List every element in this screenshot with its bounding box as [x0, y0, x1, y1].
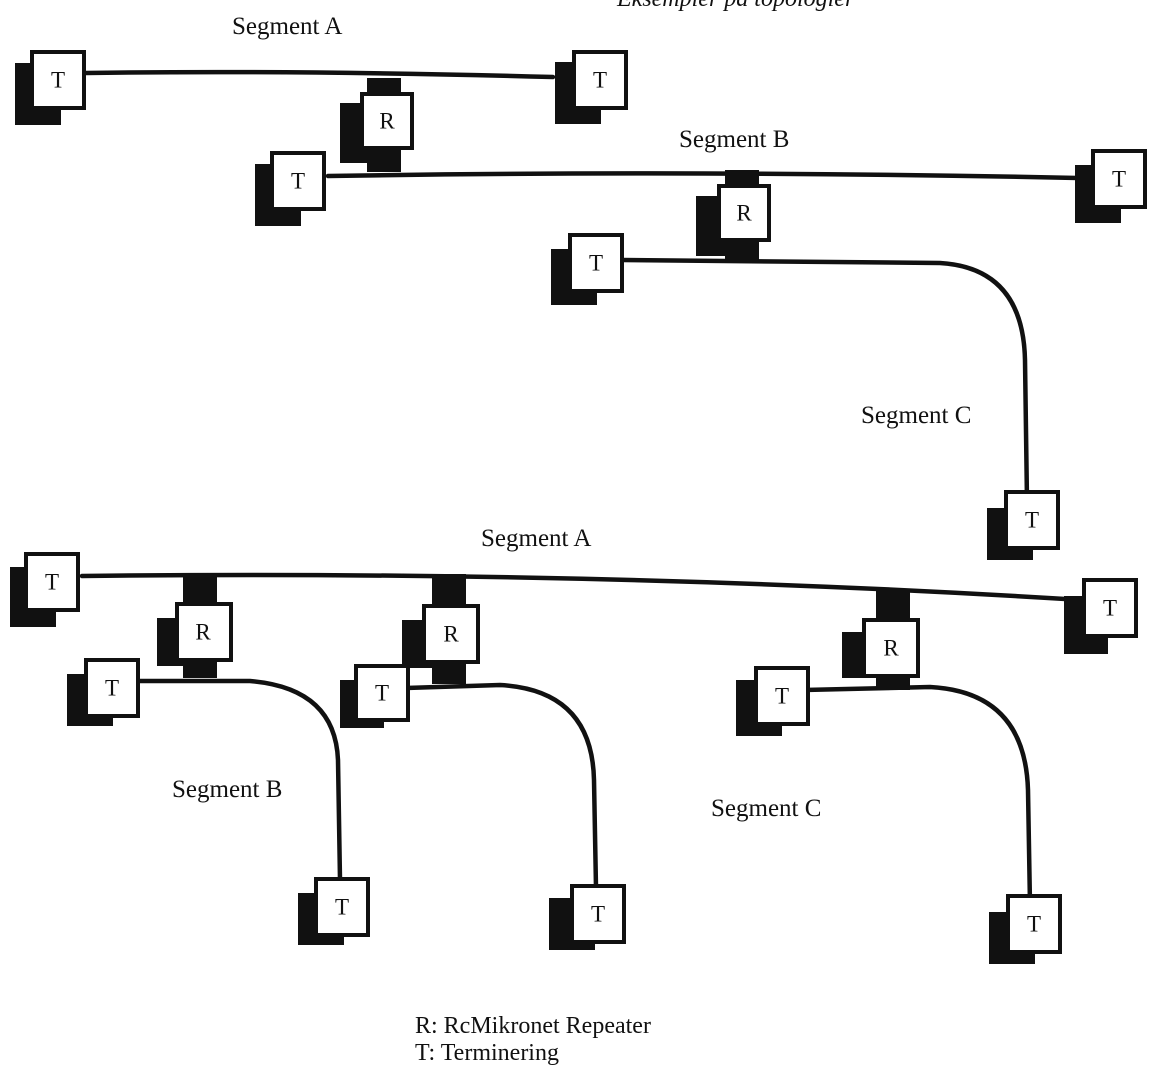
- terminator-4: T: [340, 664, 410, 728]
- terminator-label: T: [291, 169, 305, 194]
- legend: R: RcMikronet Repeater T: Terminering: [415, 1013, 651, 1066]
- terminator-6: T: [298, 877, 370, 945]
- repeater-3: R: [157, 576, 233, 678]
- cable-segment-c: [619, 257, 1030, 505]
- terminator-label: T: [1027, 912, 1041, 937]
- legend-terminator: T: Terminering: [415, 1040, 559, 1066]
- segment-label-b: Segment B: [679, 126, 789, 153]
- repeater-label: R: [379, 109, 395, 134]
- repeater-4: R: [402, 574, 480, 684]
- terminator-label: T: [775, 684, 789, 709]
- cable-segment-b-left: [135, 678, 343, 883]
- terminator-3: T: [67, 658, 140, 726]
- segment-label-c: Segment C: [861, 402, 971, 429]
- terminator-label: T: [593, 68, 607, 93]
- repeater-label: R: [195, 620, 211, 645]
- terminator-7: T: [549, 884, 626, 950]
- terminator-1: T: [15, 50, 86, 125]
- segment-label-b: Segment B: [172, 776, 282, 803]
- terminator-label: T: [589, 251, 603, 276]
- diagram-1: R R T T T T: [15, 13, 1147, 560]
- cable-segment-a: [83, 69, 556, 80]
- terminator-2: T: [555, 50, 628, 124]
- repeater-label: R: [736, 201, 752, 226]
- terminator-label: T: [1112, 167, 1126, 192]
- terminator-1: T: [10, 552, 80, 627]
- segment-label-a: Segment A: [481, 525, 591, 552]
- terminator-label: T: [591, 902, 605, 927]
- repeater-label: R: [883, 636, 899, 661]
- repeater-label: R: [443, 622, 459, 647]
- repeater-1: R: [340, 78, 414, 172]
- legend-repeater: R: RcMikronet Repeater: [415, 1013, 651, 1039]
- terminator-label: T: [375, 681, 389, 706]
- cable-segment-a: [79, 572, 1085, 603]
- diagram-2: R R R T T T: [10, 525, 1138, 964]
- terminator-8: T: [989, 894, 1062, 964]
- figure-title: Eksempler på topologier: [616, 0, 855, 12]
- terminator-4: T: [1075, 149, 1147, 223]
- segment-label-a: Segment A: [232, 13, 342, 40]
- terminator-label: T: [1103, 596, 1117, 621]
- cable-segment-c: [801, 684, 1033, 908]
- cable-segment-b-right: [403, 682, 599, 891]
- terminator-label: T: [45, 570, 59, 595]
- terminator-3: T: [255, 151, 326, 226]
- repeater-2: R: [696, 170, 771, 260]
- terminator-label: T: [1025, 508, 1039, 533]
- terminator-5: T: [551, 233, 624, 305]
- terminator-6: T: [987, 490, 1060, 560]
- terminator-2: T: [1064, 578, 1138, 654]
- terminator-label: T: [105, 676, 119, 701]
- terminator-label: T: [51, 68, 65, 93]
- terminator-label: T: [335, 895, 349, 920]
- repeater-5: R: [842, 590, 920, 690]
- segment-label-c: Segment C: [711, 795, 821, 822]
- terminator-5: T: [736, 666, 810, 736]
- cable-segment-b: [325, 171, 1081, 181]
